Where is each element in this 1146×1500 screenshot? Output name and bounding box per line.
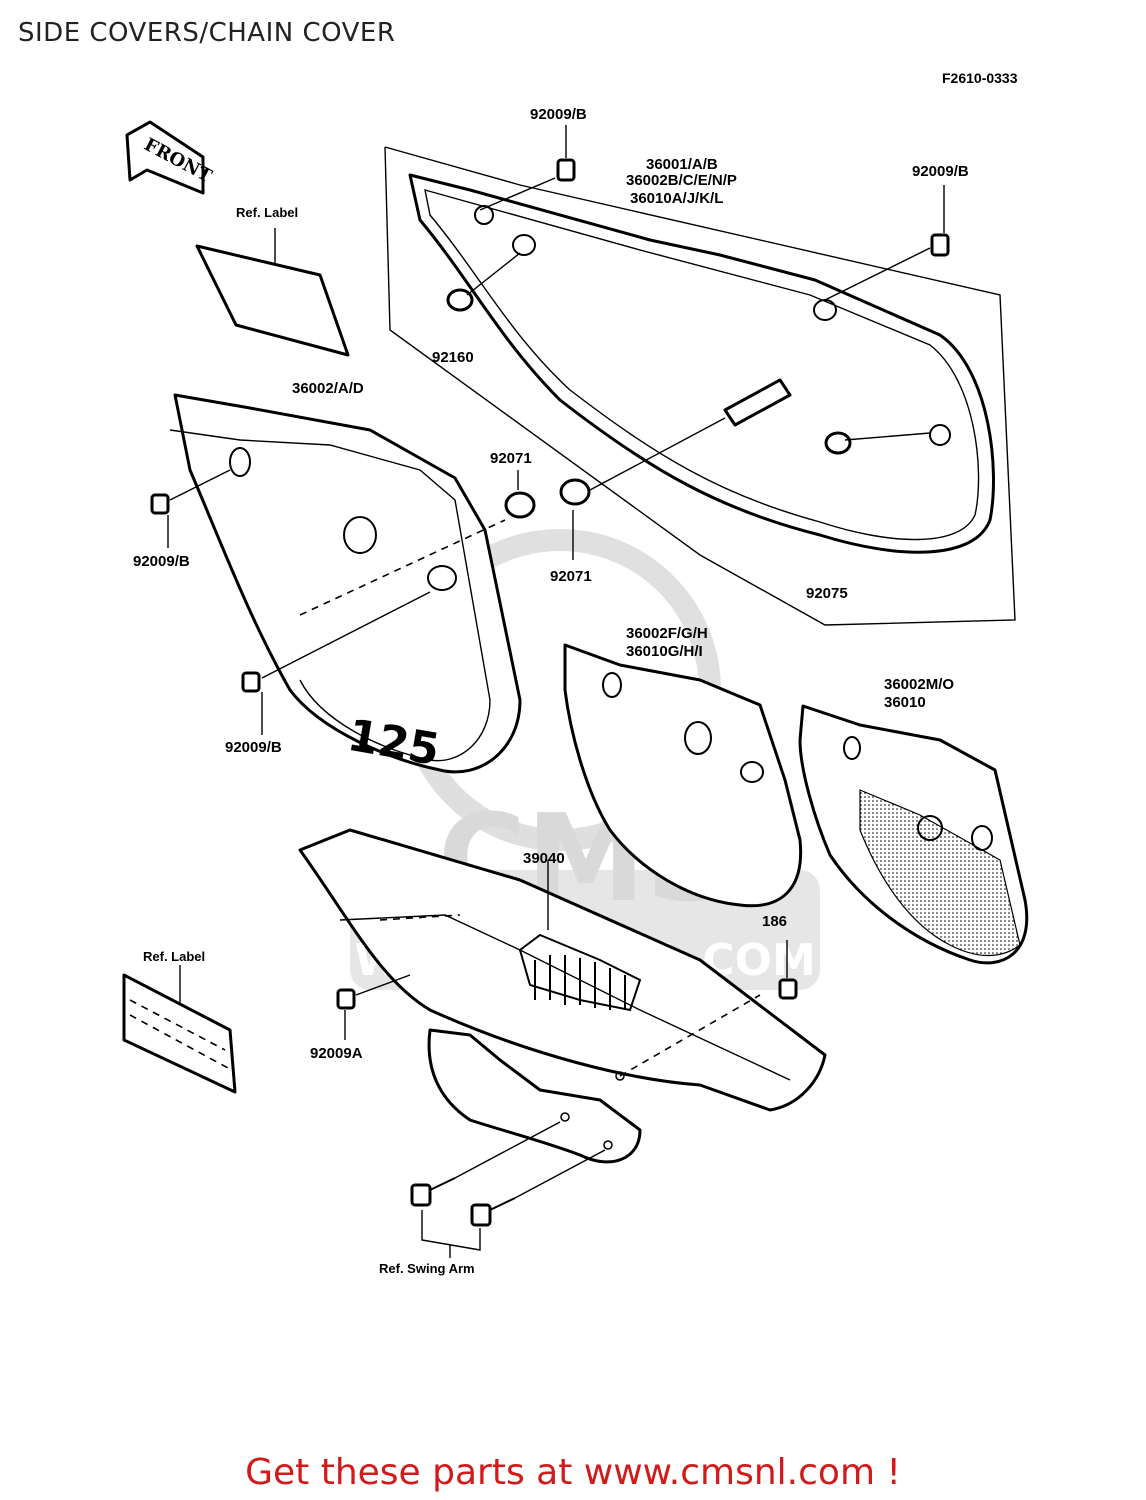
callout-36002a: 36002/A/D	[292, 380, 364, 397]
callout-92071-top: 92071	[490, 450, 532, 467]
upper-frame	[384, 146, 1016, 626]
parts-diagram: CMS WWW.CMSNL.COM FRONT	[122, 120, 1029, 1258]
figure-code: F2610-0333	[942, 70, 1018, 86]
ref-label-bottom-part	[122, 965, 237, 1094]
callout-92009b-lower-left: 92009/B	[225, 739, 282, 756]
callout-ref-label-top: Ref. Label	[236, 205, 299, 220]
ref-label-top-part	[195, 228, 350, 357]
callout-92009b-top-right: 92009/B	[912, 163, 969, 180]
callout-36002f: 36002F/G/H	[626, 625, 708, 642]
bolt-top	[479, 125, 576, 211]
middle-side-cover	[563, 643, 803, 908]
callout-36010g: 36010G/H/I	[626, 643, 703, 660]
left-side-cover: 125	[150, 393, 726, 776]
callout-36002b: 36002B/C/E/N/P	[626, 172, 737, 189]
chain-cover	[298, 828, 827, 1258]
callout-92009a: 92009A	[310, 1045, 363, 1062]
callout-92160: 92160	[432, 349, 474, 366]
callout-36002m: 36002M/O	[884, 676, 955, 693]
bolt-top-right	[824, 185, 950, 301]
chain-cover-ribs	[518, 933, 642, 1012]
callout-92071-mid: 92071	[550, 568, 592, 585]
callout-36001: 36001/A/B	[646, 156, 718, 173]
callout-ref-label-bottom: Ref. Label	[143, 949, 206, 964]
callout-92009b-top: 92009/B	[530, 106, 587, 123]
right-side-cover	[798, 704, 1029, 965]
callout-36010a: 36010A/J/K/L	[630, 190, 724, 207]
callout-92075: 92075	[806, 585, 848, 602]
callout-92009b-left: 92009/B	[133, 553, 190, 570]
callout-ref-swing-arm: Ref. Swing Arm	[379, 1261, 475, 1276]
upper-side-cover	[408, 173, 995, 554]
callout-186: 186	[762, 913, 788, 930]
front-arrow: FRONT	[125, 120, 216, 195]
page-title: SIDE COVERS/CHAIN COVER	[18, 18, 396, 48]
footer-link[interactable]: Get these parts at www.cmsnl.com !	[245, 1452, 901, 1493]
callout-36010: 36010	[884, 694, 926, 711]
callout-39040: 39040	[523, 850, 565, 867]
